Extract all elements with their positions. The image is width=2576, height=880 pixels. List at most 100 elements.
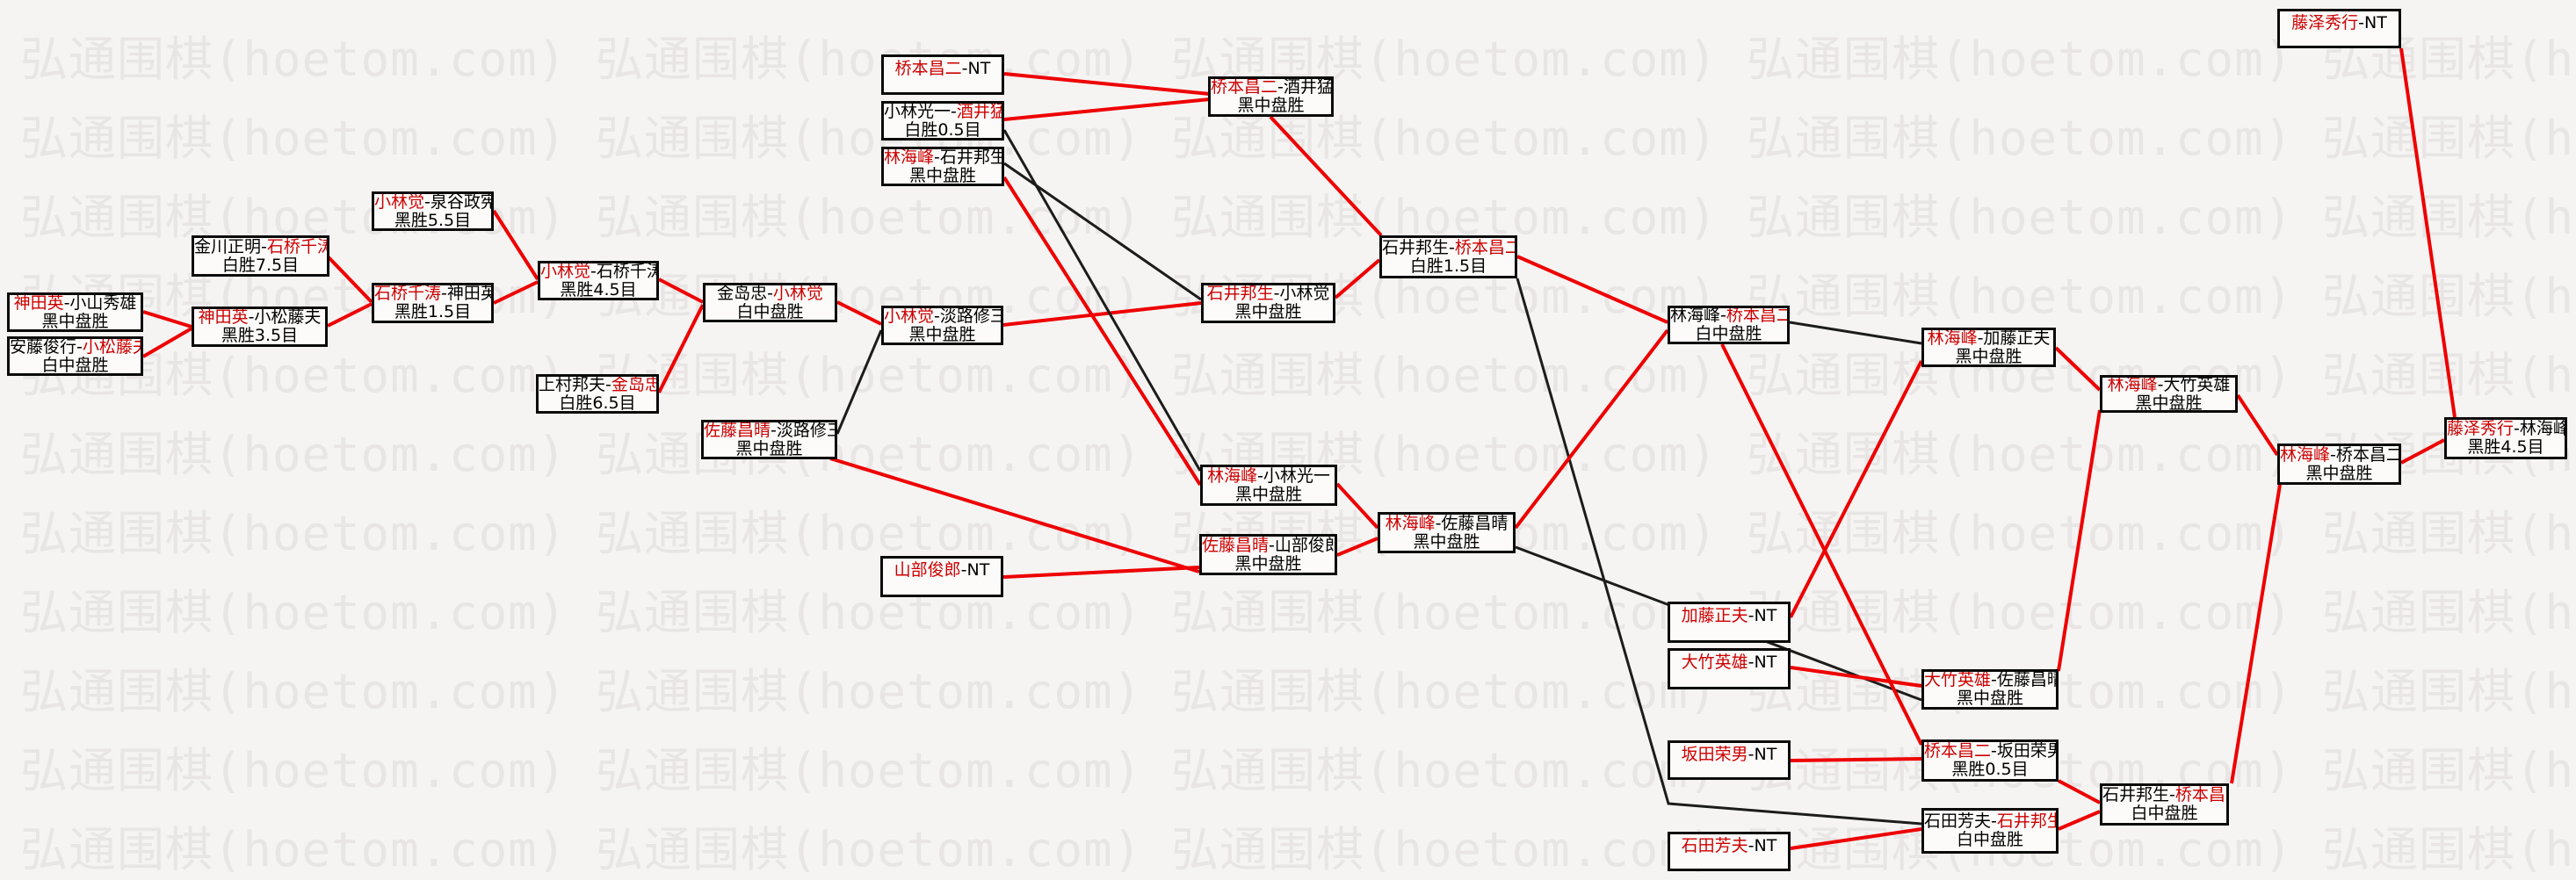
match-box-6: 石桥千涛-神田英黑胜1.5目	[372, 283, 494, 323]
winner-name: 藤泽秀行	[2447, 419, 2514, 438]
watermark-text: 弘通围棋(hoetom.com)	[1747, 506, 2294, 561]
match-box-18: 林海峰-小林光一黑中盘胜	[1200, 465, 1337, 506]
match-result: 白胜0.5目	[904, 119, 981, 140]
winner-path-line	[2058, 779, 2101, 804]
watermark-text: 弘通围棋(hoetom.com)	[1747, 427, 2294, 482]
match-players: 石井邦生-小林觉	[1204, 285, 1333, 303]
match-players: 小林觉-泉谷政宪	[374, 191, 494, 212]
match-box-34: 石田芳夫-石井邦生白中盘胜	[1921, 808, 2059, 854]
winner-path-line	[493, 280, 539, 305]
player-name: -NT	[960, 560, 990, 580]
match-players: 林海峰-大竹英雄	[2102, 378, 2235, 394]
player-name: -加藤正夫	[1977, 328, 2051, 348]
match-players: 佐藤昌晴-淡路修三	[704, 422, 835, 440]
watermark-text: 弘通围棋(hoetom.com)	[596, 111, 1143, 166]
match-result: 黑中盘胜	[1955, 346, 2022, 366]
winner-path-line	[1002, 301, 1202, 327]
watermark-text: 弘通围棋(hoetom.com)	[20, 822, 568, 877]
match-result: 白中盘胜	[2131, 804, 2198, 823]
winner-name: 桥本昌二	[894, 59, 962, 78]
winner-name: 佐藤昌晴	[704, 420, 771, 440]
winner-path-line	[141, 327, 193, 358]
match-box-13: 小林光一-酒井猛白胜0.5目	[881, 101, 1004, 141]
watermark-text: 弘通围棋(hoetom.com)	[2322, 269, 2576, 324]
player-name: -神田英	[441, 284, 494, 303]
winner-path-line	[836, 300, 882, 326]
watermark-text: 弘通围棋(hoetom.com)	[20, 743, 568, 798]
match-box-23: 林海峰-加藤正夫黑中盘胜	[1921, 328, 2056, 367]
match-result: 黑胜4.5目	[2467, 437, 2544, 457]
winner-name: 石桥千涛	[374, 284, 442, 303]
match-box-19: 佐藤昌晴-山部俊郎黑中盘胜	[1199, 534, 1337, 575]
match-box-4: 神田英-小松藤夫黑胜3.5目	[192, 307, 328, 347]
winner-path-line	[1336, 537, 1378, 557]
winner-path-line	[1003, 72, 1211, 96]
winner-name: 小林觉	[374, 191, 425, 212]
watermark-text: 弘通围棋(hoetom.com)	[20, 664, 568, 719]
match-result: 白中盘胜	[736, 301, 804, 321]
match-result: 白胜1.5目	[1409, 256, 1487, 276]
player-name: -泉谷政宪	[424, 191, 494, 212]
winner-name: 石井邦生	[1996, 811, 2059, 831]
match-result: 黑胜0.5目	[1951, 760, 2029, 779]
match-players: 小林光一-酒井猛	[884, 101, 1004, 121]
match-result: 黑中盘胜	[1237, 96, 1305, 115]
player-name: -淡路修三	[934, 306, 1003, 326]
match-players: 桥本昌二-酒井猛	[1211, 77, 1331, 97]
watermark-text: 弘通围棋(hoetom.com)	[20, 111, 568, 166]
watermark-text: 弘通围棋(hoetom.com)	[596, 506, 1143, 561]
watermark-text: 弘通围棋(hoetom.com)	[596, 743, 1143, 798]
winner-path-line	[142, 310, 192, 328]
player-name: 小林光一-	[884, 101, 957, 121]
match-players: 林海峰-石井邦生	[884, 149, 1002, 167]
player-name: -桥本昌二	[2330, 444, 2401, 465]
match-result: 黑中盘胜	[1956, 689, 2023, 708]
winner-name: 大竹英雄	[1924, 670, 1992, 689]
match-players: 金川正明-石桥千涛	[194, 238, 327, 256]
winner-path-line	[2400, 438, 2445, 465]
player-name: 安藤俊行-	[10, 336, 83, 357]
winner-path-line	[1334, 258, 1381, 299]
player-name: -佐藤昌晴	[1435, 513, 1509, 533]
winner-name: 神田英	[13, 292, 64, 313]
winner-path-line	[2230, 484, 2282, 784]
winner-name: 桥本昌二	[1454, 237, 1517, 257]
watermark-text: 弘通围棋(hoetom.com)	[596, 585, 1143, 640]
match-players: 安藤俊行-小松藤夫	[10, 336, 141, 357]
watermark-text: 弘通围棋(hoetom.com)	[596, 427, 1143, 482]
winner-name: 林海峰	[1927, 328, 1978, 348]
winner-name: 林海峰	[1207, 465, 1258, 486]
match-box-1: 神田英-小山秀雄黑中盘胜	[7, 292, 143, 332]
match-players: 石井邦生-桥本昌二	[2102, 786, 2226, 804]
watermark-text: 弘通围棋(hoetom.com)	[1171, 585, 1719, 640]
match-box-30: 大竹英雄-佐藤昌晴黑中盘胜	[1921, 669, 2059, 710]
match-players: 藤泽秀行-林海峰	[2447, 420, 2565, 438]
player-name: -淡路修三	[771, 420, 837, 440]
match-result: 黑中盘胜	[908, 324, 976, 344]
player-name: -NT	[1747, 653, 1777, 672]
winner-name: 酒井猛	[956, 101, 1004, 121]
watermark-text: 弘通围棋(hoetom.com)	[1171, 664, 1719, 719]
winner-path-line	[1790, 827, 1922, 850]
player-name: -石桥千涛	[590, 261, 659, 281]
watermark-text: 弘通围棋(hoetom.com)	[2322, 743, 2576, 798]
match-players: 石桥千涛-神田英	[374, 285, 491, 303]
match-box-9: 金岛忠-小林觉白中盘胜	[703, 283, 837, 322]
watermark-text: 弘通围棋(hoetom.com)	[1747, 585, 2294, 640]
winner-path-line	[2236, 393, 2279, 457]
winner-path-line	[1516, 255, 1668, 324]
match-result: 白胜6.5目	[559, 393, 636, 413]
winner-path-line	[1514, 328, 1669, 530]
winner-name: 桥本昌二	[1211, 77, 1278, 97]
match-players: 加藤正夫-NT	[1670, 607, 1788, 625]
match-box-22: 林海峰-桥本昌二白中盘胜	[1668, 306, 1790, 344]
match-players: 林海峰-小林光一	[1203, 467, 1335, 486]
watermark-text: 弘通围棋(hoetom.com)	[2322, 111, 2576, 166]
player-path-line	[836, 329, 883, 435]
player-name: -NT	[1747, 745, 1777, 764]
match-result: 白中盘胜	[41, 355, 109, 375]
match-players: 林海峰-桥本昌二	[1670, 308, 1787, 325]
watermark-text: 弘通围棋(hoetom.com)	[20, 427, 568, 482]
